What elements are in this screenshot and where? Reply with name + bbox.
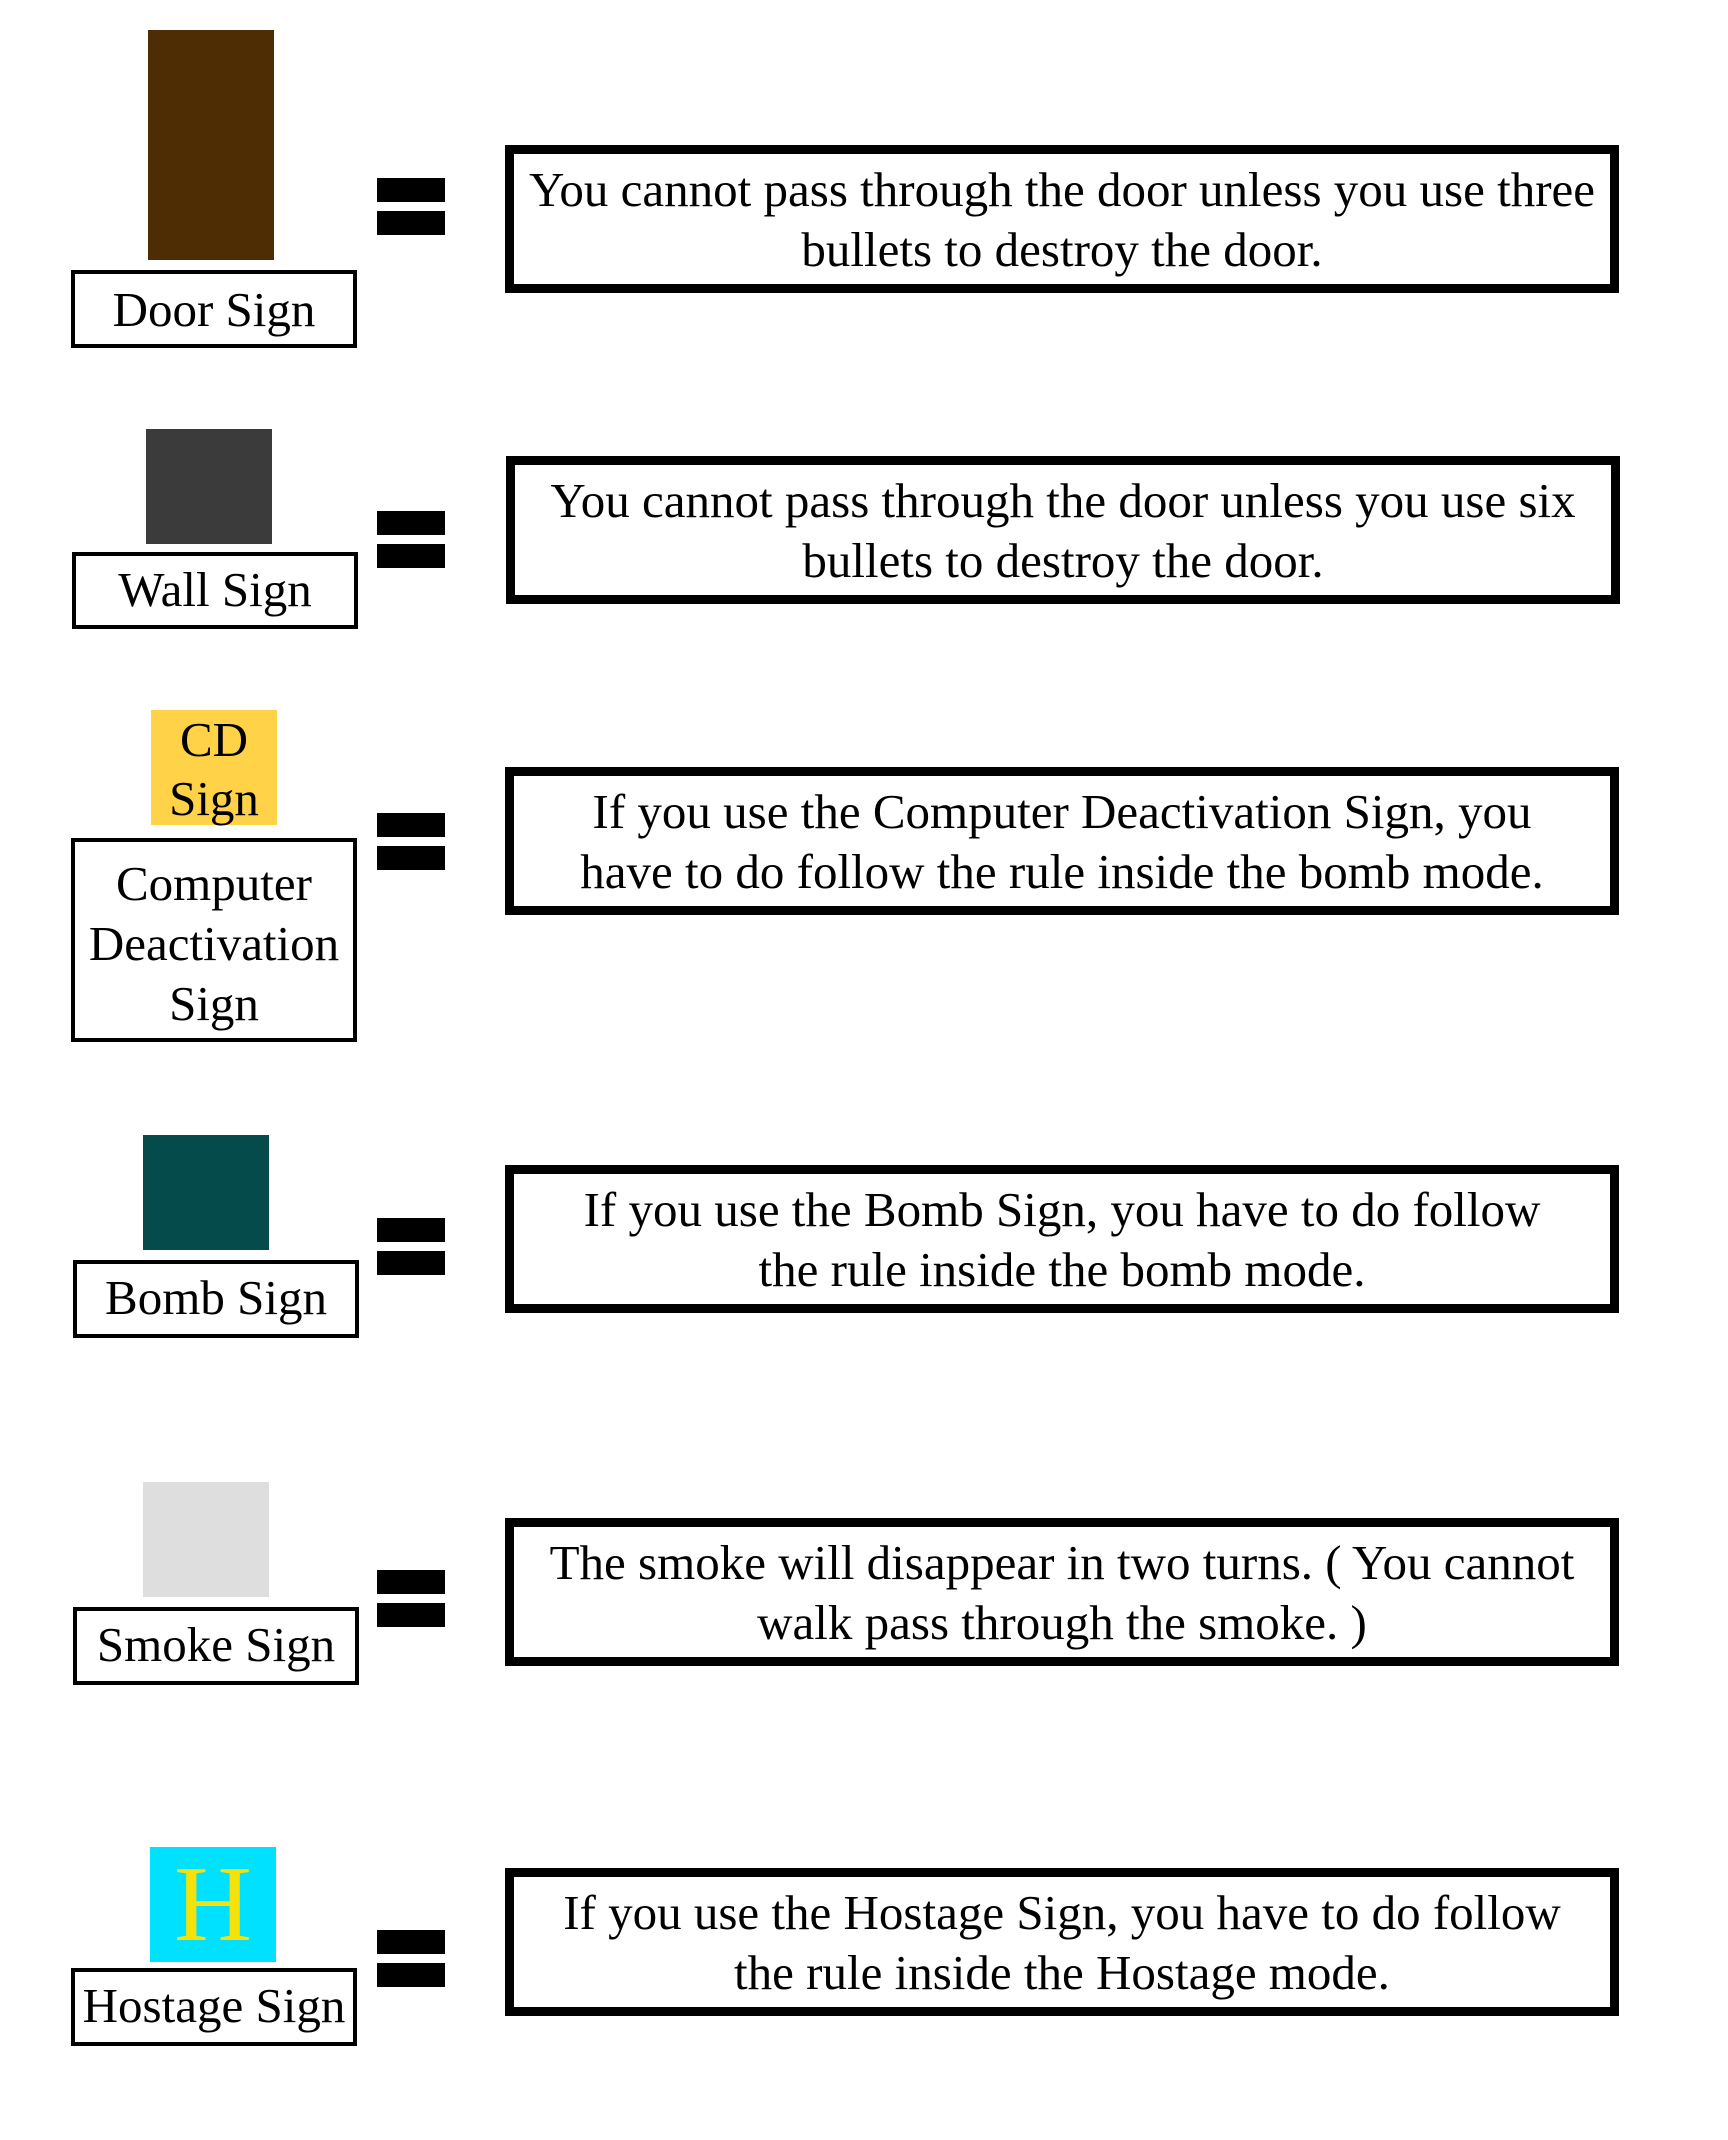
rule-line: bullets to destroy the door.	[802, 533, 1324, 588]
sign-label-line: Smoke Sign	[96, 1617, 336, 1672]
cd-sign-rule: If you use the Computer Deactivation Sig…	[505, 767, 1619, 915]
rule-line: the rule inside the Hostage mode.	[734, 1945, 1390, 2000]
equals-icon	[377, 1570, 445, 1627]
rule-line: You cannot pass through the door unless …	[550, 473, 1576, 528]
cd-swatch-text: Sign	[169, 771, 259, 826]
smoke-sign-rule: The smoke will disappear in two turns. (…	[505, 1518, 1619, 1666]
hostage-sign-label: Hostage Sign	[71, 1968, 357, 2046]
door-sign-label: Door Sign	[71, 270, 357, 348]
smoke-sign-swatch	[143, 1482, 269, 1597]
sign-label-line: Hostage Sign	[82, 1978, 346, 2033]
rule-line: bullets to destroy the door.	[801, 222, 1323, 277]
sign-label-line: Deactivation	[88, 916, 340, 971]
equals-icon	[377, 813, 445, 870]
sign-label-line: Wall Sign	[118, 562, 312, 617]
rule-line: have to do follow the rule inside the bo…	[580, 844, 1544, 899]
equals-icon	[377, 178, 445, 235]
sign-label-line: Computer	[116, 856, 312, 911]
hostage-sign-swatch: H	[150, 1847, 276, 1962]
hostage-h-icon: H	[174, 1845, 252, 1964]
wall-sign-swatch	[146, 429, 272, 544]
rule-line: The smoke will disappear in two turns. (…	[549, 1535, 1575, 1590]
equals-icon	[377, 1218, 445, 1275]
wall-sign-rule: You cannot pass through the door unless …	[506, 456, 1620, 604]
sign-label-line: Door Sign	[112, 282, 316, 337]
bomb-sign-swatch	[143, 1135, 269, 1250]
hostage-sign-rule: If you use the Hostage Sign, you have to…	[505, 1868, 1619, 2016]
cd-sign-label: Computer Deactivation Sign	[71, 838, 357, 1042]
rule-line: walk pass through the smoke. )	[757, 1595, 1367, 1650]
rule-line: If you use the Hostage Sign, you have to…	[563, 1885, 1561, 1940]
cd-sign-swatch: CD Sign	[151, 710, 277, 826]
rule-line: You cannot pass through the door unless …	[528, 162, 1596, 217]
cd-swatch-text: CD	[179, 712, 249, 767]
rule-line: If you use the Bomb Sign, you have to do…	[583, 1182, 1541, 1237]
bomb-sign-rule: If you use the Bomb Sign, you have to do…	[505, 1165, 1619, 1313]
door-sign-rule: You cannot pass through the door unless …	[505, 145, 1619, 293]
door-sign-swatch	[148, 30, 274, 260]
bomb-sign-label: Bomb Sign	[73, 1260, 359, 1338]
wall-sign-label: Wall Sign	[72, 552, 358, 629]
smoke-sign-label: Smoke Sign	[73, 1607, 359, 1685]
equals-icon	[377, 511, 445, 568]
rule-line: the rule inside the bomb mode.	[758, 1242, 1366, 1297]
sign-label-line: Sign	[169, 976, 259, 1031]
rule-line: If you use the Computer Deactivation Sig…	[592, 784, 1532, 839]
equals-icon	[377, 1930, 445, 1987]
sign-label-line: Bomb Sign	[105, 1270, 327, 1325]
